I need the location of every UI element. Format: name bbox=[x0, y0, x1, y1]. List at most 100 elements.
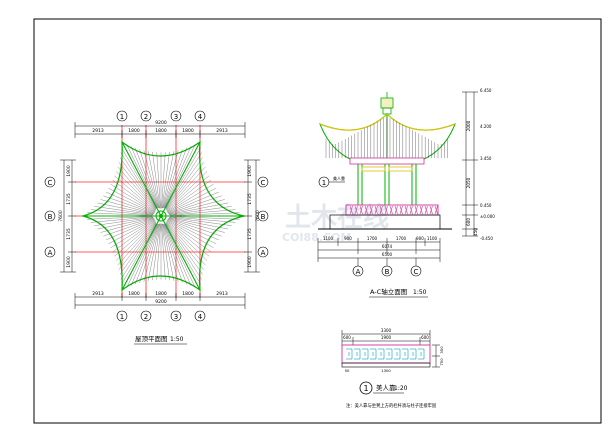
detail-dims-top bbox=[341, 330, 431, 345]
detail-dim-right-0: 350 bbox=[439, 346, 444, 354]
detail-callout-number: 1 bbox=[363, 384, 368, 393]
hatch-line bbox=[152, 223, 161, 281]
elev-label-seat: 0.450 bbox=[480, 203, 492, 208]
hatch-line bbox=[126, 224, 158, 288]
roof-finial bbox=[380, 92, 394, 115]
plan-dim-bottom-total: 9200 bbox=[155, 299, 167, 305]
watermark-cn: 土木在线 bbox=[285, 203, 389, 233]
detail-dim-top-0: 600 bbox=[343, 335, 351, 340]
hatch-line bbox=[166, 171, 208, 211]
detail-bench-frame bbox=[341, 344, 431, 364]
hatch-line bbox=[105, 218, 155, 241]
detail-scale: 1:20 bbox=[394, 385, 408, 392]
hatch-line bbox=[419, 205, 423, 215]
hatch-line bbox=[156, 223, 161, 280]
hatch-line bbox=[349, 205, 353, 215]
hatch-line bbox=[139, 149, 159, 209]
hatch-line bbox=[164, 224, 196, 288]
hatch-line bbox=[108, 219, 155, 244]
elev-label-zero: ±0.000 bbox=[480, 214, 495, 219]
hatch-line bbox=[121, 147, 157, 208]
hatch-line bbox=[166, 220, 212, 253]
elevation-callout-ref: 美人靠 bbox=[333, 175, 345, 181]
hatch-line bbox=[114, 220, 156, 257]
hatch-line bbox=[364, 205, 368, 215]
hatch-line bbox=[409, 205, 413, 215]
bench-detail: 3300 600 1900 600 350 750 50 1300 1 美人靠 … bbox=[341, 328, 444, 409]
hatch-line bbox=[163, 223, 183, 283]
elev-dim-h-1: 900 bbox=[344, 236, 352, 241]
grid-letter-c-right: C bbox=[261, 179, 266, 187]
hatch-line bbox=[429, 205, 433, 215]
hatch-line bbox=[162, 151, 175, 209]
hatch-line bbox=[94, 206, 154, 216]
hatch-line bbox=[162, 223, 179, 282]
plan-dim-left-2: 1735 bbox=[66, 228, 72, 240]
hatch-line bbox=[161, 152, 166, 209]
plan-dims-right bbox=[244, 159, 260, 273]
grid-number-4-top: 4 bbox=[198, 113, 203, 121]
watermark: 土木在线 COI88.COM bbox=[282, 203, 389, 244]
hatch-line bbox=[161, 223, 166, 280]
hatch-line bbox=[87, 216, 153, 220]
detail-bench-pattern bbox=[346, 348, 425, 360]
grid-number-3-top: 3 bbox=[174, 113, 178, 121]
hatch-line bbox=[166, 220, 210, 257]
hatch-line bbox=[166, 221, 208, 261]
grid-letter-b-right: B bbox=[261, 213, 266, 221]
roof-ridge-lines bbox=[319, 113, 456, 131]
hatch-line bbox=[120, 223, 157, 280]
hatch-line bbox=[168, 218, 222, 237]
detail-dim-right-1: 750 bbox=[439, 358, 444, 366]
hatch-line bbox=[120, 152, 157, 209]
detail-dim-bottom-0: 50 bbox=[345, 368, 350, 373]
detail-dim-top-1: 1900 bbox=[381, 335, 392, 340]
hanging-fascia bbox=[361, 166, 413, 172]
elevation-dims-bottom bbox=[317, 238, 441, 262]
hatch-line bbox=[97, 217, 154, 230]
hatch-line bbox=[112, 220, 156, 253]
plan-dim-left-total: 7600 bbox=[58, 210, 64, 222]
hatch-line bbox=[165, 157, 203, 210]
grid-number-1-top: 1 bbox=[120, 113, 124, 121]
roof-apex-inner bbox=[159, 214, 163, 218]
hatch-line bbox=[118, 222, 157, 270]
hatch-line bbox=[110, 184, 156, 213]
hatch-line bbox=[117, 221, 156, 266]
hatch-line bbox=[119, 157, 157, 210]
plan-title: 屋顶平面图 bbox=[135, 335, 168, 343]
elev-label-bottom: -0.450 bbox=[480, 236, 493, 241]
elev-grid-b: B bbox=[385, 268, 390, 276]
hatch-line bbox=[165, 222, 203, 275]
plan-dim-left-3: 1900 bbox=[66, 256, 72, 268]
hatch-line bbox=[167, 219, 217, 244]
detail-title: 美人靠 bbox=[376, 383, 396, 392]
elev-dim-h-4: 900 bbox=[416, 236, 424, 241]
elev-dim-h-total: 6074 bbox=[382, 244, 393, 249]
hatch-line bbox=[374, 205, 378, 215]
plan-grid-bubbles-bottom: 1 2 3 4 bbox=[116, 310, 206, 322]
hatch-line bbox=[118, 162, 157, 210]
hatch-line bbox=[116, 221, 156, 261]
elevation-callout-number: 1 bbox=[322, 179, 326, 187]
elevation-grid-bubbles: A B C bbox=[352, 258, 422, 277]
plan-dim-bottom-3: 1800 bbox=[182, 291, 194, 297]
hatch-line bbox=[169, 216, 232, 226]
roof-left-wing bbox=[319, 112, 388, 161]
hatch-line bbox=[399, 205, 403, 215]
hatch-line bbox=[110, 219, 156, 248]
plan-dim-right-3: 1900 bbox=[247, 256, 253, 268]
hatch-line bbox=[161, 151, 170, 209]
hatch-line bbox=[165, 147, 201, 208]
elevation-callout: 1 美人靠 bbox=[318, 175, 345, 188]
hatch-line bbox=[164, 144, 196, 208]
hatch-line bbox=[100, 199, 154, 215]
plan-dim-top-2: 1800 bbox=[155, 128, 167, 134]
hatch-line bbox=[379, 205, 383, 215]
hatch-line bbox=[130, 224, 158, 286]
watermark-en: COI88.COM bbox=[282, 231, 351, 244]
hatch-line bbox=[87, 212, 153, 216]
hatch-line bbox=[166, 222, 205, 270]
elevation-title: A-C轴立面图 bbox=[370, 287, 407, 296]
hatch-line bbox=[394, 205, 398, 215]
